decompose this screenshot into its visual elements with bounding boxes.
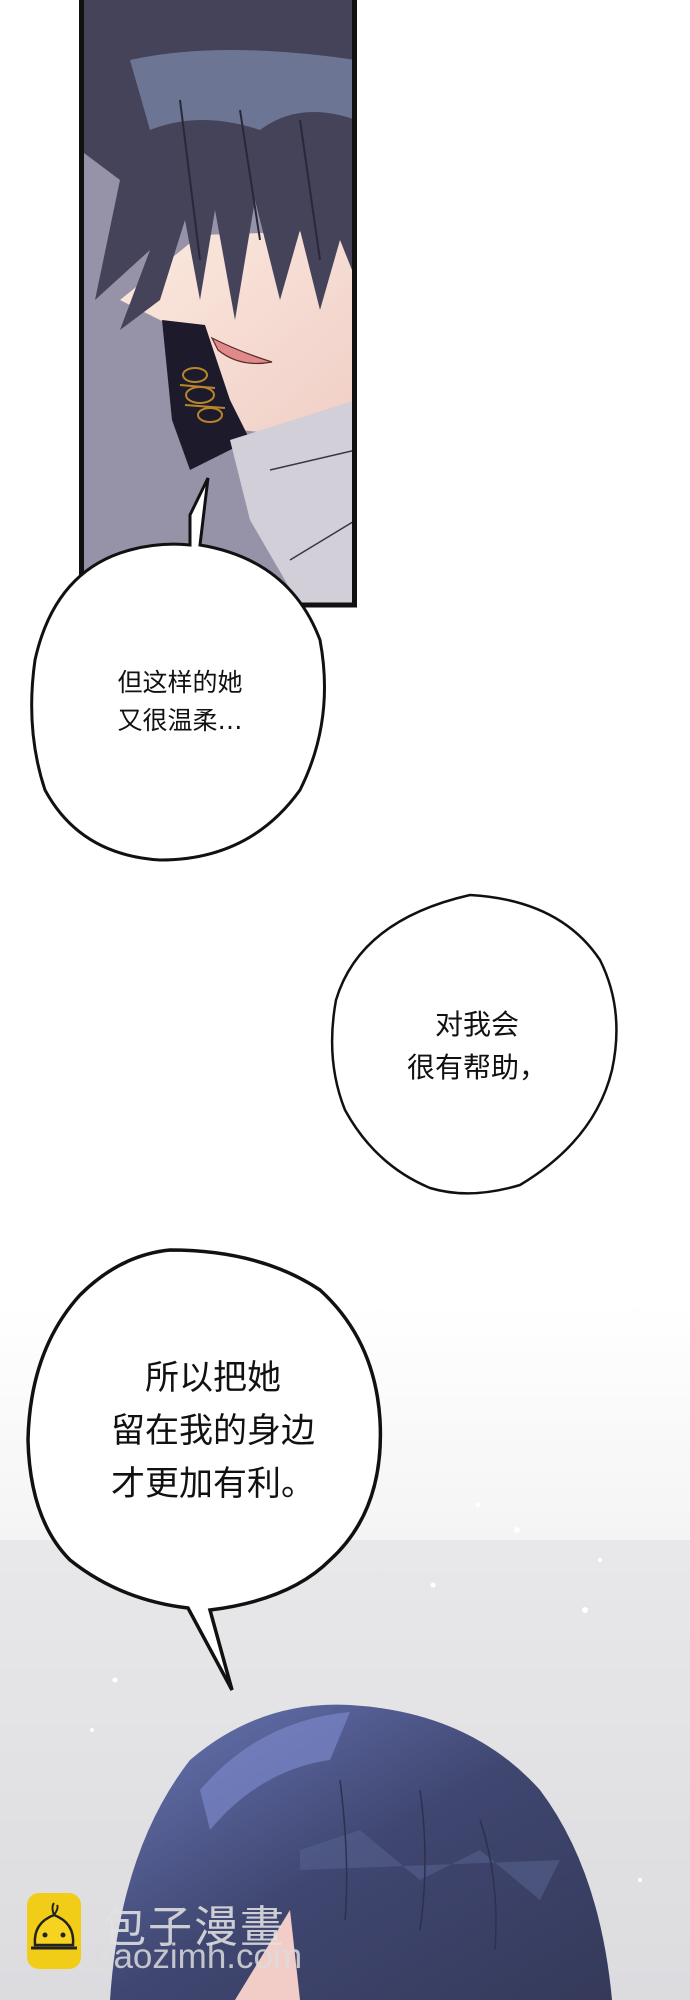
sparkles: [90, 1502, 642, 1882]
watermark: 包子漫畫 baozimh.com: [20, 1893, 320, 1976]
bubble-3-text: 所以把她 留在我的身边 才更加有利。: [111, 1358, 315, 1504]
bubble-2-text: 对我会 很有帮助，: [406, 1008, 547, 1084]
watermark-title: 包子漫畫: [102, 1902, 286, 1953]
watermark-url: baozimh.com: [94, 1937, 303, 1976]
collar-embroidery: [179, 367, 226, 423]
panel-1: [79, 0, 357, 608]
speech-bubble-3: [26, 1248, 383, 1691]
bun-logo-icon: [27, 1893, 81, 1969]
panel-2-character: [90, 1502, 642, 2000]
speech-bubble-2: [330, 893, 618, 1195]
bubble-1-text: 但这样的她 又很温柔…: [117, 668, 243, 735]
speech-bubble-1: [30, 477, 326, 862]
